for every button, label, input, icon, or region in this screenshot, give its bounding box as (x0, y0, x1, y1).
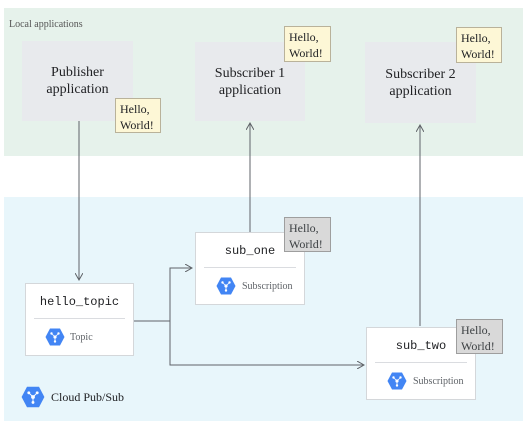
sub-one-divider (204, 267, 296, 268)
topic-to-sub-two-arrow (169, 321, 364, 365)
publisher-application-label: Publisher application (46, 65, 109, 97)
sub-two-name: sub_two (395, 339, 447, 353)
sub-one-name: sub_one (224, 244, 276, 258)
sub-two-type-label: Subscription (413, 375, 464, 387)
sub-two-card: sub_two Subscription (366, 327, 476, 400)
pubsub-hexagon-icon (216, 276, 236, 296)
cloud-pubsub-label: Cloud Pub/Sub (51, 390, 125, 404)
publisher-application-box: Publisher application (22, 41, 133, 121)
cloud-pubsub-icon (20, 385, 46, 409)
sub-one-type-label: Subscription (242, 280, 293, 292)
pubsub-hexagon-icon (45, 327, 65, 347)
topic-card: hello_topic Topic (25, 283, 134, 356)
sub-two-divider (375, 362, 467, 363)
topic-divider (34, 318, 125, 319)
sub-two-message-note: Hello, World! (456, 319, 503, 354)
topic-to-sub-one-arrow (134, 268, 192, 322)
subscriber1-application-label: Subscriber 1 application (214, 65, 286, 98)
topic-name: hello_topic (39, 295, 120, 309)
subscriber1-message-note: Hello, World! (284, 26, 331, 62)
subscriber2-application-label: Subscriber 2 application (385, 66, 456, 99)
subscriber2-message-note: Hello, World! (456, 27, 502, 63)
publisher-message-note: Hello, World! (115, 98, 161, 133)
local-applications-label: Local applications (9, 19, 83, 30)
pubsub-hexagon-icon (387, 371, 407, 391)
topic-type-label: Topic (70, 331, 93, 343)
sub-one-message-note: Hello, World! (284, 217, 331, 252)
subscriber1-application-box: Subscriber 1 application (195, 42, 305, 121)
